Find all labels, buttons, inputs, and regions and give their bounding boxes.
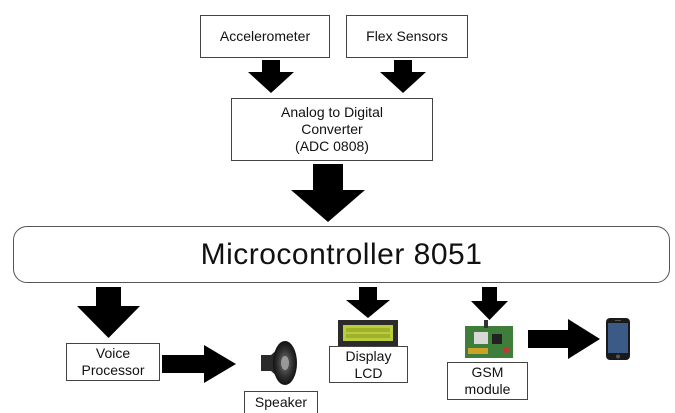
display-lcd-label-line-2: LCD	[354, 364, 383, 381]
mobile-phone-icon	[606, 318, 630, 360]
arrow-adc-to-mcu	[291, 164, 365, 222]
gsm-module-block: GSM module	[447, 362, 528, 400]
gsm-module-label-line-2: module	[464, 381, 511, 397]
display-lcd-block: Display LCD	[329, 346, 408, 383]
adc-block: Analog to Digital Converter (ADC 0808)	[231, 98, 433, 161]
arrow-gsm-to-phone	[528, 319, 600, 359]
arrow-voice-to-speaker	[162, 345, 236, 383]
lcd-display-icon	[338, 320, 398, 346]
gsm-module-label-line-1: GSM	[471, 364, 504, 381]
display-lcd-label-line-1: Display	[345, 347, 392, 364]
arrow-flex-to-adc	[380, 60, 426, 93]
speaker-label: Speaker	[254, 394, 308, 411]
speaker-icon	[261, 341, 297, 385]
accelerometer-label: Accelerometer	[219, 28, 311, 45]
flex-sensors-label: Flex Sensors	[366, 28, 448, 45]
gsm-module-icon	[465, 320, 513, 358]
microcontroller-block: Microcontroller 8051	[13, 226, 670, 283]
arrow-mcu-to-display	[346, 287, 390, 318]
voice-processor-label-line-1: Voice	[95, 345, 131, 362]
arrow-accelerometer-to-adc	[248, 60, 294, 93]
arrow-mcu-to-voice	[77, 287, 140, 338]
accelerometer-block: Accelerometer	[200, 15, 330, 58]
adc-label-line-2: Converter	[301, 121, 363, 138]
adc-label-line-1: Analog to Digital	[281, 104, 383, 121]
voice-processor-label-line-2: Processor	[81, 362, 145, 378]
flex-sensors-block: Flex Sensors	[346, 15, 468, 58]
speaker-label-box: Speaker	[244, 391, 318, 413]
microcontroller-label: Microcontroller 8051	[200, 237, 483, 271]
adc-label-line-3: (ADC 0808)	[295, 137, 369, 154]
arrow-mcu-to-gsm	[471, 287, 508, 320]
voice-processor-block: Voice Processor	[66, 343, 160, 381]
